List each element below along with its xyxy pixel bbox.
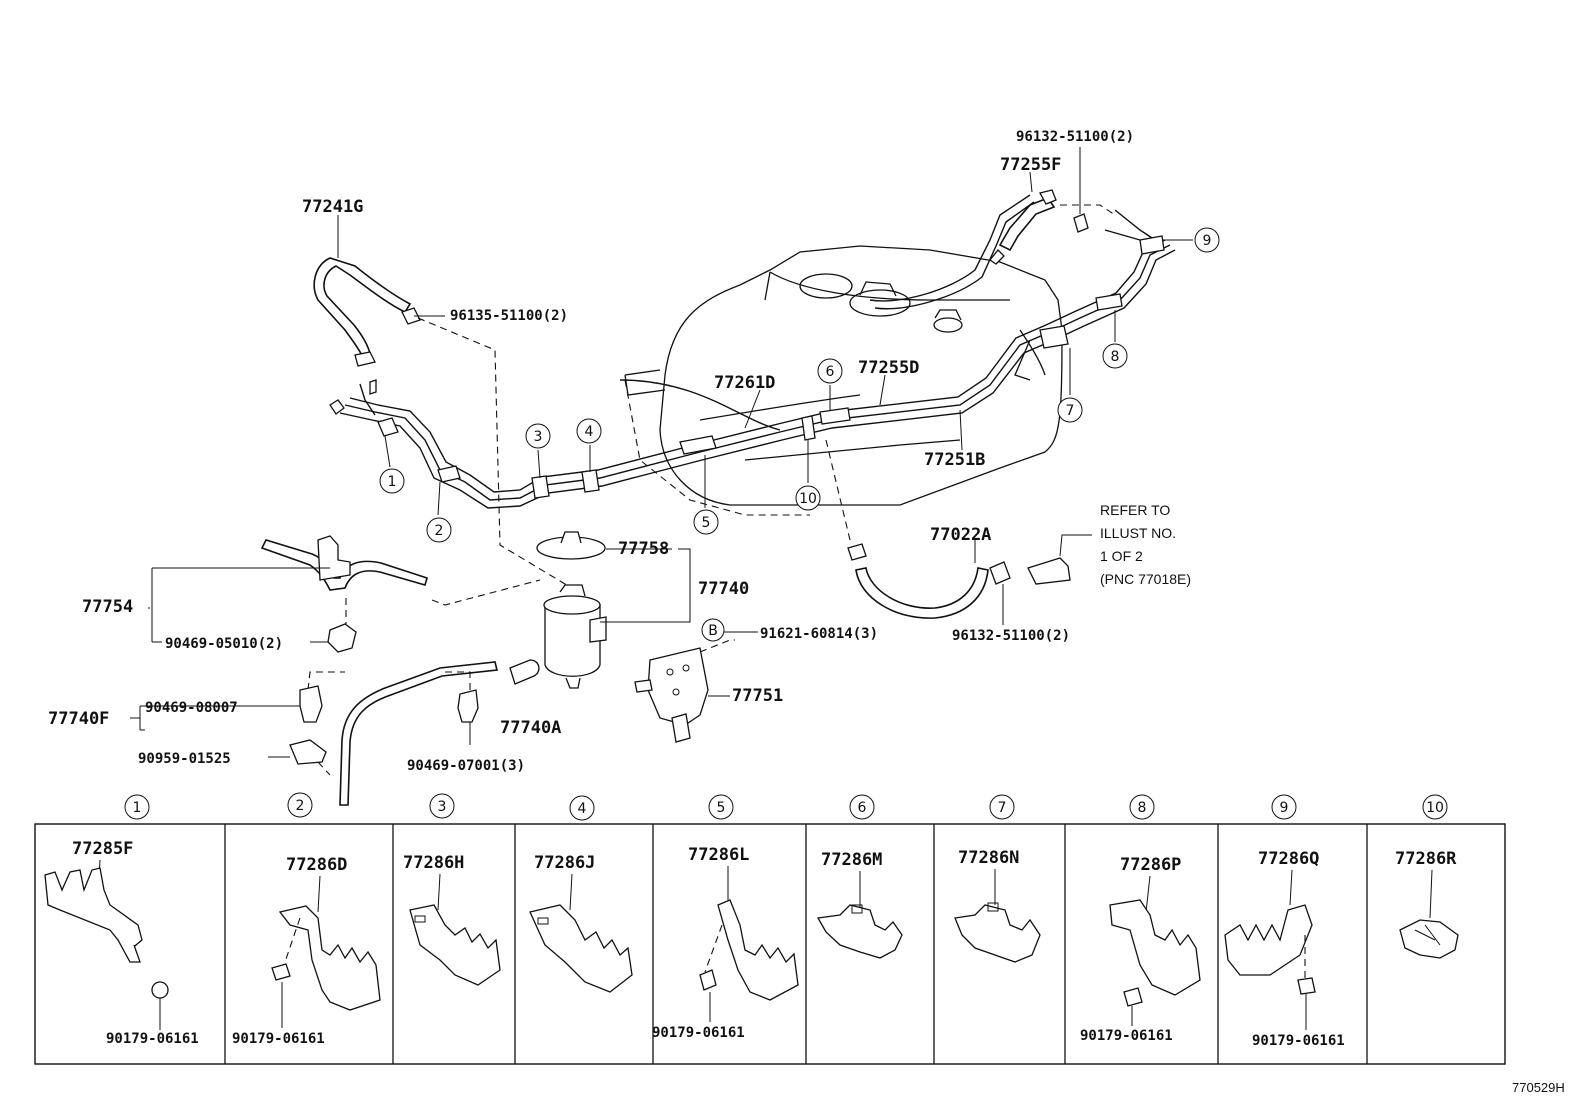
panel-6-part: 77286M bbox=[821, 850, 882, 870]
charcoal-canister: 77758 77740 bbox=[536, 531, 749, 689]
label-77261d: 77261D bbox=[714, 373, 775, 393]
panel-10-part: 77286R bbox=[1395, 849, 1457, 869]
callout-leaders bbox=[337, 147, 1193, 516]
panel-2-part: 77286D bbox=[286, 855, 347, 875]
label-77758: 77758 bbox=[618, 539, 669, 559]
filler-hoses bbox=[869, 189, 1161, 310]
panel-1-number: 1 bbox=[133, 800, 142, 816]
callout-5: 5 bbox=[702, 515, 711, 531]
panel-2-number: 2 bbox=[296, 798, 305, 814]
label-96135-51100: 96135-51100(2) bbox=[450, 308, 568, 324]
panel-8-number: 8 bbox=[1138, 800, 1147, 816]
panel-8-part: 77286P bbox=[1120, 855, 1181, 875]
panel-9-part: 77286Q bbox=[1258, 849, 1319, 869]
label-90959-01525: 90959-01525 bbox=[138, 751, 231, 767]
label-90469-05010: 90469-05010(2) bbox=[165, 636, 283, 652]
ref-b-circle: B bbox=[708, 623, 718, 639]
label-96132-51100-top: 96132-51100(2) bbox=[1016, 129, 1134, 145]
figure-id: 770529H bbox=[1512, 1080, 1565, 1095]
panel-5-number: 5 bbox=[717, 800, 726, 816]
callout-6: 6 bbox=[826, 364, 835, 380]
callout-8: 8 bbox=[1111, 349, 1120, 365]
callout-10: 10 bbox=[799, 491, 817, 507]
panel-6-number: 6 bbox=[858, 800, 867, 816]
bracket-77751: B 91621-60814(3) 77751 bbox=[634, 618, 878, 743]
detail-panels: 1 2 3 4 5 6 7 8 9 10 77285F 90179-06161 … bbox=[34, 792, 1506, 1065]
callout-1: 1 bbox=[388, 474, 397, 490]
refer-note-line-1: REFER TO bbox=[1100, 502, 1170, 518]
refer-note-line-2: ILLUST NO. bbox=[1100, 525, 1176, 541]
label-90469-08007: 90469-08007 bbox=[145, 700, 238, 716]
label-90469-07001: 90469-07001(3) bbox=[407, 758, 525, 774]
refer-note-line-3: 1 OF 2 bbox=[1100, 548, 1143, 564]
panel-3-number: 3 bbox=[438, 799, 447, 815]
label-77751: 77751 bbox=[732, 686, 783, 706]
label-96132-51100-mid: 96132-51100(2) bbox=[952, 628, 1070, 644]
panel-10-number: 10 bbox=[1426, 800, 1444, 816]
panel-1-part: 77285F bbox=[72, 839, 133, 859]
label-77251b: 77251B bbox=[924, 450, 985, 470]
panel-8-bolt: 90179-06161 bbox=[1080, 1028, 1173, 1044]
panel-3-part: 77286H bbox=[403, 853, 464, 873]
label-77740: 77740 bbox=[698, 579, 749, 599]
callout-2: 2 bbox=[435, 523, 444, 539]
tube-77754: 77754 90469-05010(2) bbox=[82, 535, 541, 653]
panel-9-number: 9 bbox=[1280, 800, 1289, 816]
label-91621-60814: 91621-60814(3) bbox=[760, 626, 878, 642]
callouts: 1 2 3 4 5 6 7 8 9 10 bbox=[379, 227, 1220, 543]
label-77255d: 77255D bbox=[858, 358, 919, 378]
fuel-tank bbox=[624, 245, 1063, 516]
panel-5-part: 77286L bbox=[688, 845, 749, 865]
front-connectors bbox=[329, 379, 377, 416]
part-labels: 77241G 96135-51100(2) 96132-51100(2) 772… bbox=[302, 129, 1134, 470]
panel-7-number: 7 bbox=[998, 800, 1007, 816]
panel-frame bbox=[34, 823, 1506, 1065]
panel-4-part: 77286J bbox=[534, 853, 595, 873]
label-77740a: 77740A bbox=[500, 718, 561, 738]
label-77241g: 77241G bbox=[302, 197, 363, 217]
panel-7-part: 77286N bbox=[958, 848, 1019, 868]
callout-3: 3 bbox=[534, 429, 543, 445]
panel-1-bolt: 90179-06161 bbox=[106, 1031, 199, 1047]
label-77022a: 77022A bbox=[930, 525, 991, 545]
label-77255f: 77255F bbox=[1000, 155, 1061, 175]
callout-7: 7 bbox=[1066, 403, 1075, 419]
callout-9: 9 bbox=[1203, 233, 1212, 249]
panel-2-bolt: 90179-06161 bbox=[232, 1031, 325, 1047]
tube-77740f: 77740F 90469-08007 90959-01525 77740A 90… bbox=[48, 659, 561, 806]
hose-77022a: 77022A 96132-51100(2) REFER TO ILLUST NO… bbox=[825, 439, 1191, 644]
hose-77241g bbox=[313, 257, 576, 591]
label-77740f: 77740F bbox=[48, 709, 109, 729]
callout-4: 4 bbox=[585, 424, 594, 440]
label-77754: 77754 bbox=[82, 597, 133, 617]
panel-9-bolt: 90179-06161 bbox=[1252, 1033, 1345, 1049]
refer-note-line-4: (PNC 77018E) bbox=[1100, 571, 1191, 587]
panel-5-bolt: 90179-06161 bbox=[652, 1025, 745, 1041]
panel-4-number: 4 bbox=[578, 801, 587, 817]
pipe-clamps bbox=[377, 235, 1165, 499]
